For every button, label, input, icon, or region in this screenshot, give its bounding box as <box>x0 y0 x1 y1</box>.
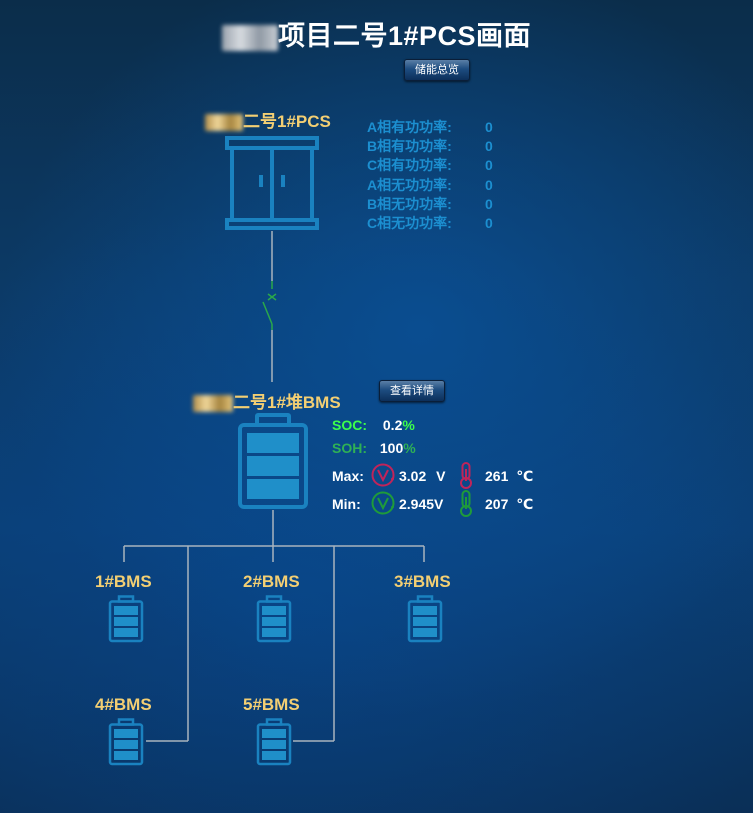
thermometer-icon <box>460 462 472 489</box>
min-label: Min: <box>332 496 361 512</box>
battery-icon[interactable] <box>108 595 144 643</box>
max-temperature: 261 ℃ <box>485 468 534 484</box>
overview-button[interactable]: 储能总览 <box>404 59 470 81</box>
soc-row: SOC: 0.2% <box>332 417 415 433</box>
page-title: 项目二号1#PCS画面 <box>0 14 753 53</box>
stack-bms-name: 二号1#堆BMS <box>193 388 341 413</box>
redacted-text <box>205 114 243 132</box>
soh-row: SOH: 100% <box>332 440 416 456</box>
bms-unit-1-label: 1#BMS <box>95 572 152 591</box>
battery-icon[interactable] <box>108 718 144 766</box>
battery-icon[interactable] <box>256 718 292 766</box>
voltmeter-icon <box>371 463 395 487</box>
redacted-text <box>193 395 233 413</box>
min-temperature: 207 ℃ <box>485 496 534 512</box>
bms-unit-5-label: 5#BMS <box>243 695 300 714</box>
breaker-switch-icon <box>262 281 277 330</box>
bms-unit-3-label: 3#BMS <box>394 572 451 591</box>
max-voltage: 3.02 V <box>399 468 446 484</box>
bms-unit-4-label: 4#BMS <box>95 695 152 714</box>
pcs-param-row: B相无功功率:0 <box>367 195 493 212</box>
pcs-param-row: A相无功功率:0 <box>367 176 493 193</box>
battery-icon[interactable] <box>407 595 443 643</box>
cabinet-icon <box>225 136 319 230</box>
view-details-button[interactable]: 查看详情 <box>379 380 445 402</box>
pcs-param-row: A相有功功率:0 <box>367 119 493 135</box>
pcs-name: 二号1#PCS <box>205 107 331 132</box>
battery-icon <box>238 413 308 509</box>
pcs-params: A相有功功率:0 B相有功功率:0 C相有功功率:0 A相无功功率:0 B相无功… <box>367 118 493 233</box>
pcs-param-row: C相无功功率:0 <box>367 215 493 232</box>
min-voltage: 2.945V <box>399 496 444 512</box>
pcs-param-row: B相有功功率:0 <box>367 138 493 155</box>
thermometer-icon <box>460 490 472 517</box>
voltmeter-icon <box>371 491 395 515</box>
redacted-text <box>221 24 278 51</box>
max-label: Max: <box>332 468 364 484</box>
bms-unit-2-label: 2#BMS <box>243 572 300 591</box>
battery-icon[interactable] <box>256 595 292 643</box>
pcs-param-row: C相有功功率:0 <box>367 157 493 174</box>
